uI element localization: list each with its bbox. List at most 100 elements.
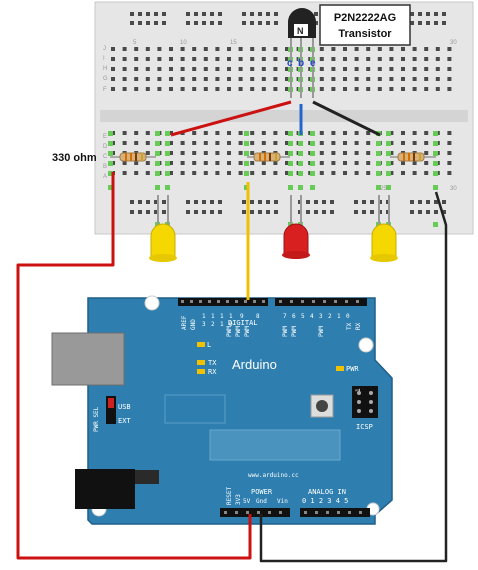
arduino-brand: Arduino [232,357,277,372]
pin-label: 3 [319,313,323,320]
row-letter: D [103,144,108,150]
header-pin [312,300,315,303]
breadboard-hole [227,57,231,61]
breadboard-hole [180,151,185,155]
breadboard-hole [354,151,359,155]
pwr-sel-jumper[interactable] [106,396,116,424]
breadboard-hole [250,131,255,135]
breadboard-hole-active [386,131,391,136]
label-reset: RESET [226,487,233,505]
breadboard-hole [319,141,324,145]
breadboard-hole [138,12,142,16]
breadboard-hole [285,77,289,81]
label-5v: 5V [243,498,251,505]
row-letter: B [103,164,107,170]
breadboard-hole [319,67,324,71]
pin-label: 0 [229,321,233,328]
breadboard-hole [134,171,139,175]
breadboard-hole [343,171,347,175]
header-pin [226,300,229,303]
breadboard-hole [435,87,440,91]
pin-c-label: c [287,58,293,69]
breadboard-hole [343,87,347,91]
breadboard-hole [250,161,255,165]
label-tx: TX [208,359,217,367]
pin-label: 1 [220,313,224,320]
breadboard-hole [146,12,150,16]
breadboard-hole [215,171,220,175]
label-gnd-power: Gnd [256,498,267,505]
header-pin [334,300,337,303]
breadboard-hole [122,77,127,81]
header-pin [301,300,304,303]
header-pin [290,300,293,303]
breadboard-hole [180,47,185,51]
breadboard-hole-active [155,141,160,146]
breadboard-hole [412,47,417,51]
breadboard-hole [250,210,254,214]
header-pin [244,300,247,303]
breadboard-hole [186,21,190,25]
breadboard-hole-active [108,161,113,166]
breadboard-hole [266,210,270,214]
breadboard-hole [285,151,289,155]
breadboard-hole [274,200,278,204]
breadboard-hole-active [376,151,381,156]
breadboard-hole [331,77,336,81]
header-pin [217,300,220,303]
label-pwr-sel: PWR SEL [93,406,100,432]
pin-label: 5 [301,313,305,320]
breadboard-hole-active [108,131,113,136]
breadboard-hole [145,171,150,175]
breadboard-hole [434,210,438,214]
mounting-hole [144,295,160,311]
header-pin [257,511,260,514]
breadboard-hole [192,47,197,51]
breadboard-hole [162,210,166,214]
breadboard-hole [285,57,289,61]
breadboard-hole-active [386,171,391,176]
breadboard-hole [377,87,382,91]
header-pin [199,300,202,303]
label-ext: EXT [118,417,131,425]
breadboard-hole [354,141,359,145]
breadboard-hole [186,12,190,16]
header-pin [337,511,340,514]
breadboard-hole [203,57,208,61]
breadboard-hole [314,12,318,16]
breadboard-hole [331,151,336,155]
digital-header-right [275,298,367,306]
usb-connector [51,332,125,386]
breadboard-hole [410,210,414,214]
breadboard-hole [203,47,208,51]
reset-button-cap[interactable] [316,400,328,412]
breadboard-hole [202,12,206,16]
breadboard-hole [192,171,197,175]
breadboard-hole [366,77,371,81]
breadboard-hole-active [298,161,303,166]
breadboard-hole-active [298,141,303,146]
breadboard-hole [202,210,206,214]
breadboard-hole [418,200,422,204]
breadboard-hole [258,21,262,25]
breadboard-hole [343,57,347,61]
breadboard-hole [362,210,366,214]
pin-label: 0 [346,313,350,320]
pin-label: 1 [229,313,233,320]
label-gnd: GND [190,319,197,330]
breadboard-hole [242,21,246,25]
breadboard-hole-active [288,141,293,146]
breadboard-hole-active [386,141,391,146]
pin-label: 1 [202,313,206,320]
breadboard-hole [389,161,394,165]
breadboard-hole [442,200,446,204]
breadboard-hole [258,210,262,214]
breadboard-hole [418,21,422,25]
breadboard-hole [354,77,359,81]
breadboard-hole [203,151,208,155]
breadboard-hole-active [165,141,170,146]
wire-red-5v [16,172,252,560]
breadboard-hole [169,141,173,145]
breadboard-hole [146,210,150,214]
wire-red-base [170,100,292,137]
